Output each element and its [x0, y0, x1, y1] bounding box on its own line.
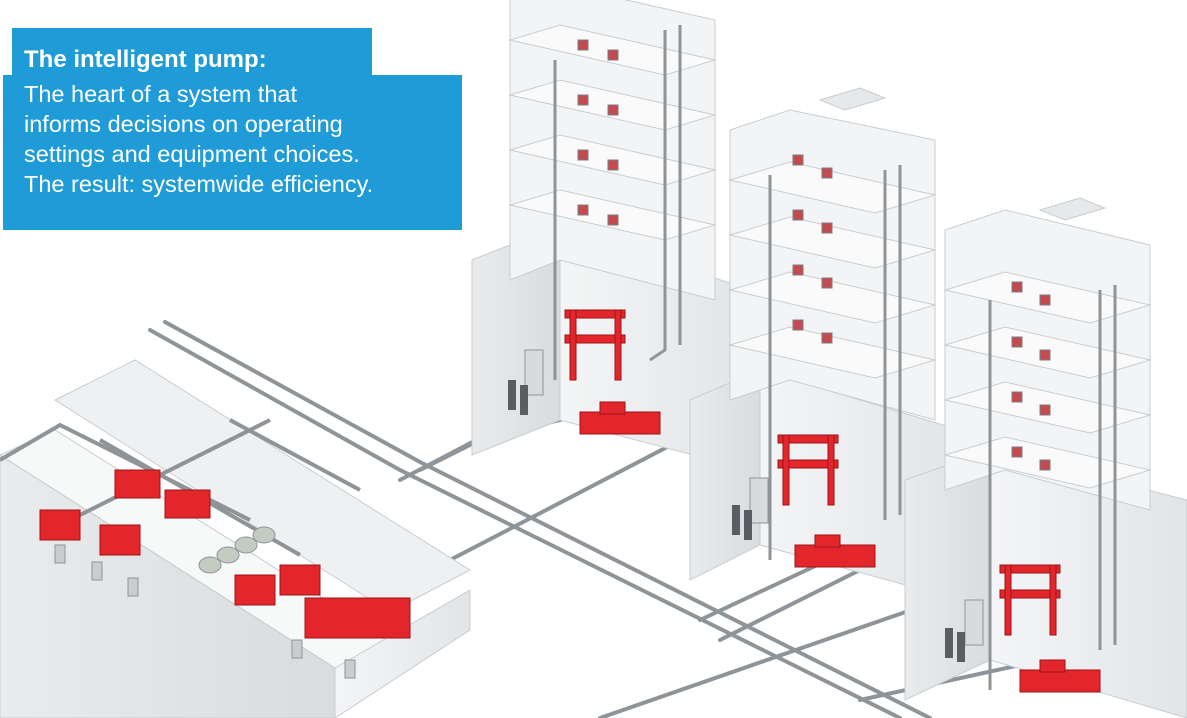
- tower-building-3: [904, 197, 1187, 718]
- pump-skid-b2: [794, 534, 876, 568]
- callout-body-line: The result: systemwide efficiency.: [24, 171, 374, 197]
- callout-body: The heart of a system that informs decis…: [24, 79, 454, 199]
- terminal-units-b2: [792, 154, 833, 344]
- chillers: [39, 469, 411, 639]
- terminal-units-b1: [577, 39, 619, 226]
- booster-pump-b3: [945, 599, 984, 662]
- booster-pump-b1: [508, 349, 544, 415]
- callout-title: The intelligent pump:: [24, 46, 267, 73]
- callout-body-line: The heart of a system that: [24, 81, 297, 107]
- central-plant: [0, 359, 472, 718]
- callout-title-panel: [12, 28, 372, 75]
- callout-body-panel: [3, 75, 462, 230]
- callout-body-line: settings and equipment choices.: [24, 141, 360, 167]
- booster-pump-b2: [732, 477, 769, 540]
- heat-exchanger-b3: [999, 564, 1061, 636]
- cooling-tanks: [198, 526, 276, 574]
- heat-exchanger-b1: [564, 309, 626, 381]
- pump-skid-b1: [579, 401, 661, 435]
- pump-skid-b3: [1019, 659, 1101, 693]
- heat-exchanger-b2: [777, 434, 839, 506]
- terminal-units-b3: [1011, 281, 1051, 471]
- callout-body-line: informs decisions on operating: [24, 111, 343, 137]
- tower-building-2: [689, 87, 961, 601]
- plant-pumps: [54, 544, 356, 679]
